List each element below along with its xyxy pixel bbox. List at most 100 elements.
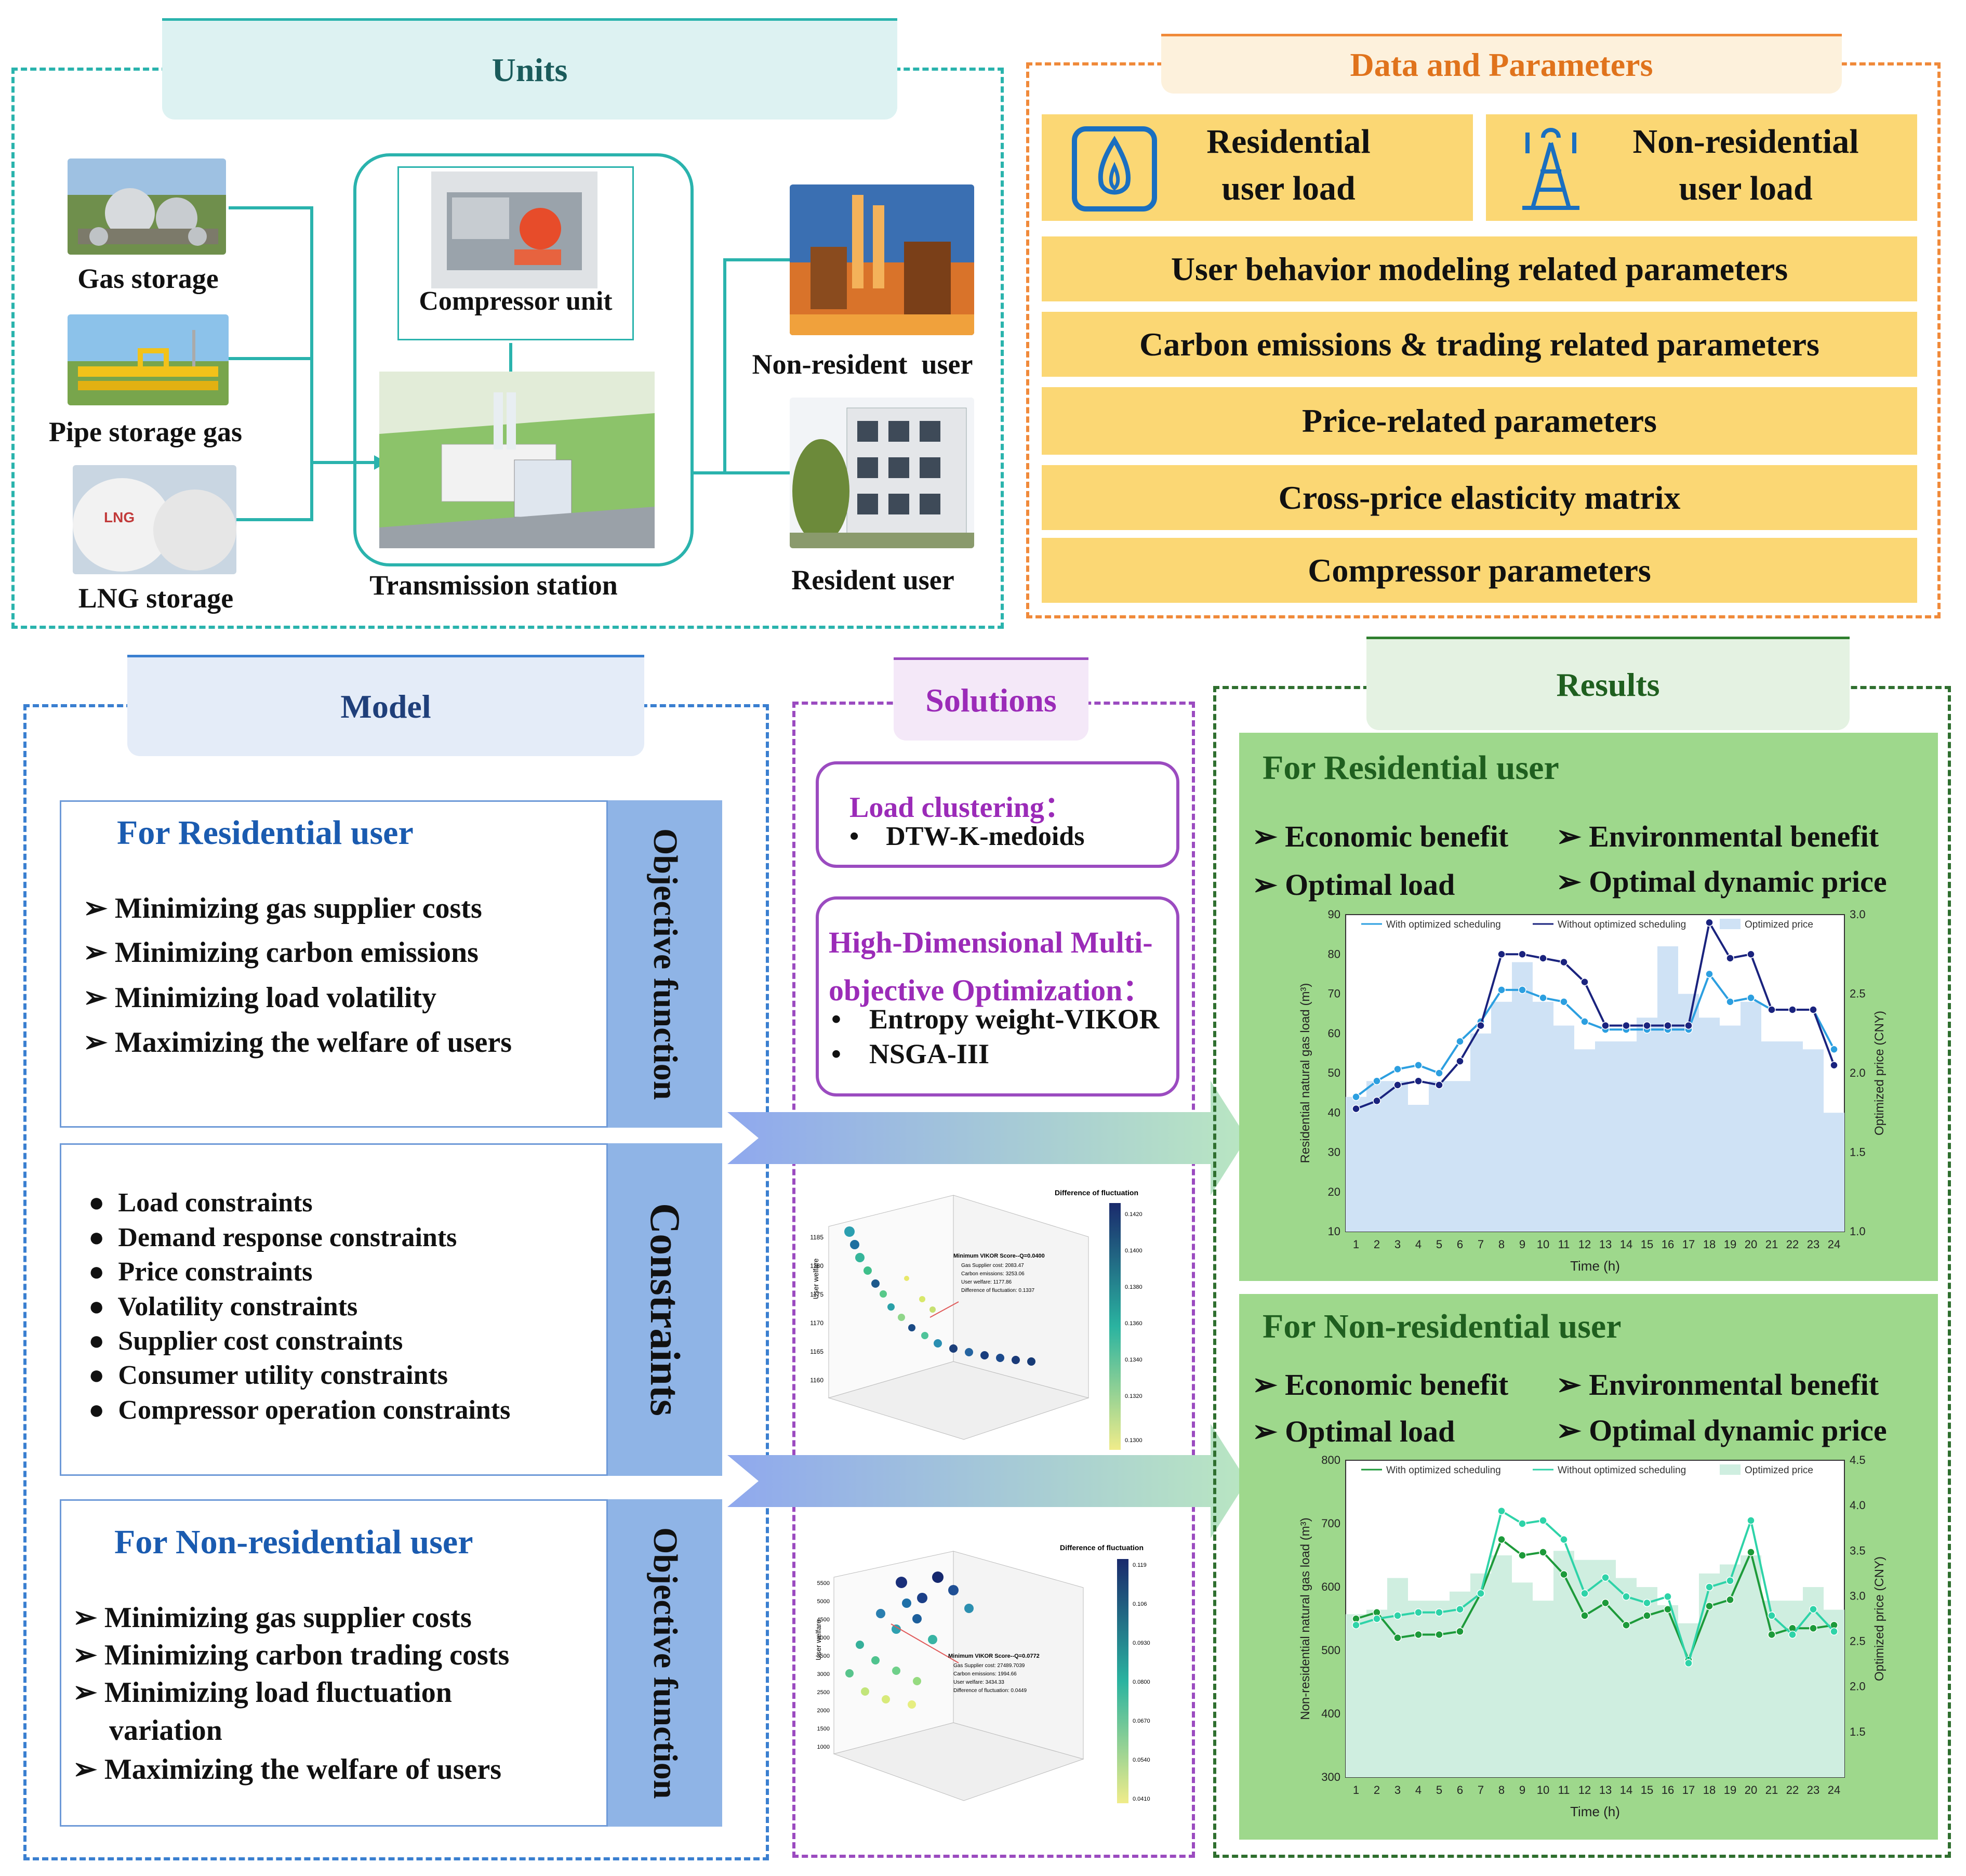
s1-ytick-2: 1180 [810, 1262, 823, 1270]
s2-ytick-8: 2000 [817, 1708, 830, 1714]
res-xtick: 11 [1558, 1238, 1570, 1251]
nonres-price-bar [1408, 1601, 1429, 1777]
s1-y-label: User welfare [812, 1258, 820, 1299]
s2-ytick-9: 1500 [817, 1726, 830, 1732]
constraint-4: ● Volatility constraints [88, 1292, 358, 1322]
model-res-item-1: ➢ Minimizing gas supplier costs [83, 892, 482, 924]
s2-annotation-1: Gas Supplier cost: 27489.7039 [953, 1663, 1025, 1669]
res-xtick: 23 [1807, 1238, 1819, 1251]
transmission-station-image [379, 372, 655, 548]
nonres-point-with [1518, 1551, 1526, 1560]
nonres-point-with [1809, 1624, 1817, 1633]
res-ytick: 60 [1328, 1027, 1340, 1040]
res-xtick: 22 [1786, 1238, 1799, 1251]
res-ytick: 70 [1328, 987, 1340, 1000]
res-legend-swatch-price [1720, 919, 1741, 929]
nonres-point-without [1747, 1516, 1755, 1525]
transmission-station-label: Transmission station [369, 570, 618, 601]
res-xtick: 17 [1682, 1238, 1695, 1251]
resident-user-label: Resident user [791, 564, 954, 596]
res-point-with [1456, 1037, 1464, 1046]
nonres-point-without [1664, 1592, 1672, 1601]
nonres-xtick: 2 [1374, 1783, 1380, 1796]
nonres-y2tick: 4.5 [1850, 1454, 1866, 1467]
resident-user-image [790, 398, 974, 548]
data-params-title: Data and Parameters [1161, 34, 1842, 94]
nonres-point-without [1601, 1573, 1610, 1582]
gas-storage-image [68, 158, 226, 255]
s1-cb-7: 0.1300 [1125, 1437, 1143, 1444]
scatter-plot-2: User welfare 5500 5000 4500 4000 3500 30… [814, 1543, 1150, 1803]
nonres-y-label: Non-residential natural gas load (m³) [1298, 1517, 1312, 1720]
nonres-xtick: 23 [1807, 1783, 1819, 1796]
res-xtick: 12 [1578, 1238, 1591, 1251]
s2-annotation-title: Minimum VIKOR Score--Q=0.0772 [948, 1653, 1040, 1659]
nonres-point-without [1580, 1589, 1589, 1597]
res-point-without [1456, 1057, 1464, 1065]
nonresidential-load-label-2: user load [1679, 169, 1813, 207]
res-price-bar [1553, 1025, 1574, 1232]
s1-annotation-line [929, 1301, 959, 1318]
res-point-with [1726, 998, 1734, 1006]
res-xtick: 6 [1457, 1238, 1463, 1251]
res-x-label: Time (h) [1570, 1258, 1620, 1274]
res-xtick: 21 [1765, 1238, 1778, 1251]
model-constraints-box [60, 1143, 608, 1476]
s1-annotation-title: Minimum VIKOR Score--Q=0.0400 [953, 1253, 1045, 1259]
nonres-price-bar [1470, 1573, 1491, 1777]
nonres-point-with [1705, 1602, 1713, 1610]
model-residential-box [60, 800, 608, 1128]
constraint-2: ● Demand response constraints [88, 1223, 457, 1252]
res-xtick: 16 [1662, 1238, 1674, 1251]
pipe-storage-label: Pipe storage gas [49, 416, 242, 447]
objective-label-1: Objective function [646, 828, 684, 1100]
nonres-y2tick: 3.5 [1850, 1544, 1866, 1557]
res-price-bar [1366, 1081, 1387, 1232]
res-point-with [1393, 1065, 1402, 1074]
nonres-ytick: 500 [1321, 1644, 1340, 1657]
non-resident-user-label: Non-resident user [752, 349, 973, 380]
nonres-point-without [1726, 1577, 1734, 1585]
model-nonresidential-title: For Non-residential user [114, 1523, 473, 1561]
res-point-without [1643, 1021, 1651, 1030]
nonres-point-with [1601, 1598, 1610, 1607]
res-price-bar [1346, 1096, 1366, 1232]
nonres-benefit-environmental: ➢ Environmental benefit [1556, 1368, 1879, 1402]
constraint-7: ● Compressor operation constraints [88, 1395, 511, 1425]
nonres-point-without [1414, 1608, 1423, 1617]
hdmo-box [816, 896, 1179, 1096]
constraints-bar: Constraints [608, 1143, 722, 1476]
res-ytick: 90 [1328, 908, 1340, 921]
res-xtick: 15 [1641, 1238, 1653, 1251]
s1-ytick-6: 1160 [810, 1377, 823, 1384]
nonres-price-bar [1429, 1601, 1450, 1777]
nonres-y2tick: 4.0 [1850, 1499, 1866, 1512]
res-xtick: 2 [1374, 1238, 1380, 1251]
nonres-xtick: 8 [1498, 1783, 1505, 1796]
res-price-bar [1803, 1049, 1824, 1232]
nonres-legend-swatch-price [1720, 1464, 1741, 1475]
s1-cb-5: 0.1340 [1125, 1357, 1143, 1363]
s2-ytick-5: 3500 [817, 1653, 830, 1659]
res-ytick: 50 [1328, 1066, 1340, 1079]
nonres-point-without [1435, 1608, 1443, 1617]
nonres-ytick: 800 [1321, 1454, 1340, 1467]
constraint-6: ● Consumer utility constraints [88, 1360, 448, 1390]
lng-tank-text: LNG [104, 509, 135, 525]
res-y-label: Residential natural gas load (m³) [1298, 983, 1312, 1164]
res-point-without [1747, 950, 1755, 958]
s2-cb-7: 0.0410 [1133, 1796, 1150, 1802]
nonres-xtick: 13 [1599, 1783, 1612, 1796]
nonres-point-with [1580, 1611, 1589, 1620]
s1-colorbar [1109, 1203, 1121, 1450]
s2-cb-3: 0.0930 [1133, 1640, 1150, 1646]
res-point-without [1560, 958, 1568, 967]
compressor-unit-image [431, 171, 597, 288]
nonres-point-without [1809, 1605, 1817, 1614]
nonres-point-with [1622, 1621, 1630, 1629]
res-point-without [1622, 1021, 1630, 1030]
nonres-ytick: 300 [1321, 1771, 1340, 1783]
s1-colorbar-title: Difference of fluctuation [1055, 1188, 1138, 1197]
nonres-xtick: 14 [1620, 1783, 1632, 1796]
